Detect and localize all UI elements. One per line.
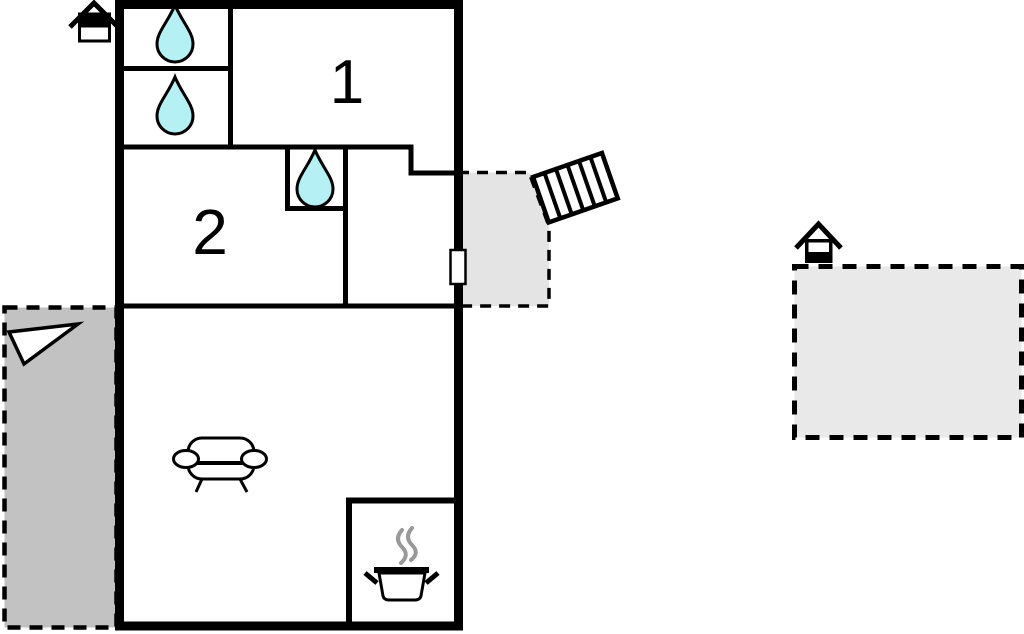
pot-body (377, 571, 427, 602)
house-right-window (808, 242, 829, 252)
porch-area (456, 170, 551, 308)
room-label-2: 2 (192, 196, 228, 268)
cooking-pot-icon (363, 526, 440, 602)
building (115, 0, 467, 631)
building-outline (115, 0, 463, 631)
sofa-leg-left (194, 478, 204, 493)
water-drop-icon-1 (155, 1, 195, 64)
water-drops (155, 1, 335, 209)
house-left-band (79, 14, 110, 28)
water-drop-icon-2 (155, 73, 195, 136)
water-drop-icon-3 (295, 146, 335, 209)
stairs-icon (530, 150, 621, 226)
wall-wc (285, 147, 345, 211)
room-label-1: 1 (330, 48, 364, 117)
sofa-armrest-right (240, 449, 268, 469)
pot-handle-right (424, 571, 440, 585)
room-2: 2 (192, 196, 228, 268)
house-left-roof (68, 0, 120, 29)
sofa-icon (172, 436, 268, 493)
steam-icon (396, 526, 418, 565)
wall-kitchen (346, 497, 454, 629)
stairs-treads (542, 156, 609, 219)
sofa-leg-right (238, 478, 249, 493)
house-marker-icon-left (68, 0, 120, 43)
wall-room1-bottom (124, 144, 454, 176)
pot-handle-left (363, 571, 379, 585)
house-marker-icon-right (794, 220, 843, 263)
door-marker (449, 248, 467, 286)
terrace-area (2, 305, 119, 630)
room-1: 1 (330, 48, 364, 117)
sofa-armrest-left (172, 449, 200, 469)
triangle-marker-icon (6, 321, 85, 367)
plot-area (792, 264, 1024, 440)
house-right-roof (794, 220, 843, 250)
interior-walls (124, 9, 454, 629)
